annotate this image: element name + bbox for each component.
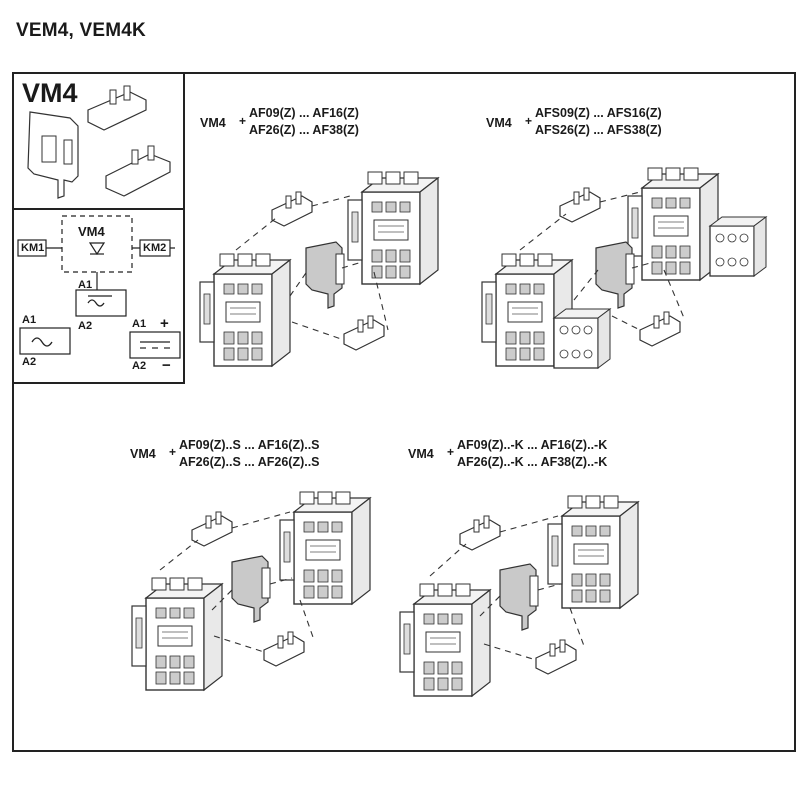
side-panel	[12, 72, 185, 384]
assembly-2-plus: +	[525, 114, 533, 128]
side-panel-divider	[12, 208, 185, 210]
vm4-part-illustration	[27, 85, 171, 199]
coil-ac-a1-label: A1	[22, 314, 37, 326]
assembly-1-prefix: VM4	[200, 116, 226, 130]
assembly-afs-s-drawing	[131, 491, 371, 691]
assembly-4-prefix: VM4	[408, 447, 434, 461]
schematic-km2-label: KM2	[143, 242, 167, 254]
coil-dc-a2-label: A2	[132, 360, 147, 372]
side-panel-heading: VM4	[22, 78, 78, 108]
assembly-4-line1: AF09(Z)..-K ... AF16(Z)..-K	[457, 438, 608, 452]
coil-ac-a2-label: A2	[22, 356, 37, 368]
assembly-3-plus: +	[169, 445, 177, 459]
assembly-3-line1: AF09(Z)..S ... AF16(Z)..S	[179, 438, 320, 452]
assembly-2-line1: AFS09(Z) ... AFS16(Z)	[535, 106, 662, 120]
assembly-4-plus: +	[447, 445, 455, 459]
schematic-km1-label: KM1	[21, 242, 45, 254]
assembly-2-prefix: VM4	[486, 116, 512, 130]
assembly-1-plus: +	[239, 114, 247, 128]
page-title: VEM4, VEM4K	[16, 20, 146, 41]
assembly-afs-drawing	[481, 167, 767, 369]
assembly-3-line2: AF26(Z)..S ... AF26(Z)..S	[179, 455, 320, 469]
coil-acdc-a2-label: A2	[78, 320, 93, 332]
assembly-af-drawing	[199, 171, 439, 367]
assembly-4-line2: AF26(Z)..-K ... AF38(Z)..-K	[457, 455, 608, 469]
schematic-module-label: VM4	[78, 224, 105, 239]
coil-dc-a1-label: A1	[132, 318, 147, 330]
interlock-schematic	[17, 215, 181, 359]
assembly-afk-drawing	[399, 495, 639, 697]
diagram-frame	[12, 72, 796, 752]
coil-dc-minus-label: −	[162, 357, 171, 374]
assembly-1-line1: AF09(Z) ... AF16(Z)	[249, 106, 359, 120]
coil-dc-plus-label: +	[160, 315, 169, 332]
assembly-2-line2: AFS26(Z) ... AFS38(Z)	[535, 123, 662, 137]
coil-acdc-a1-label: A1	[78, 279, 93, 291]
assembly-1-line2: AF26(Z) ... AF38(Z)	[249, 123, 359, 137]
assembly-3-prefix: VM4	[130, 447, 156, 461]
